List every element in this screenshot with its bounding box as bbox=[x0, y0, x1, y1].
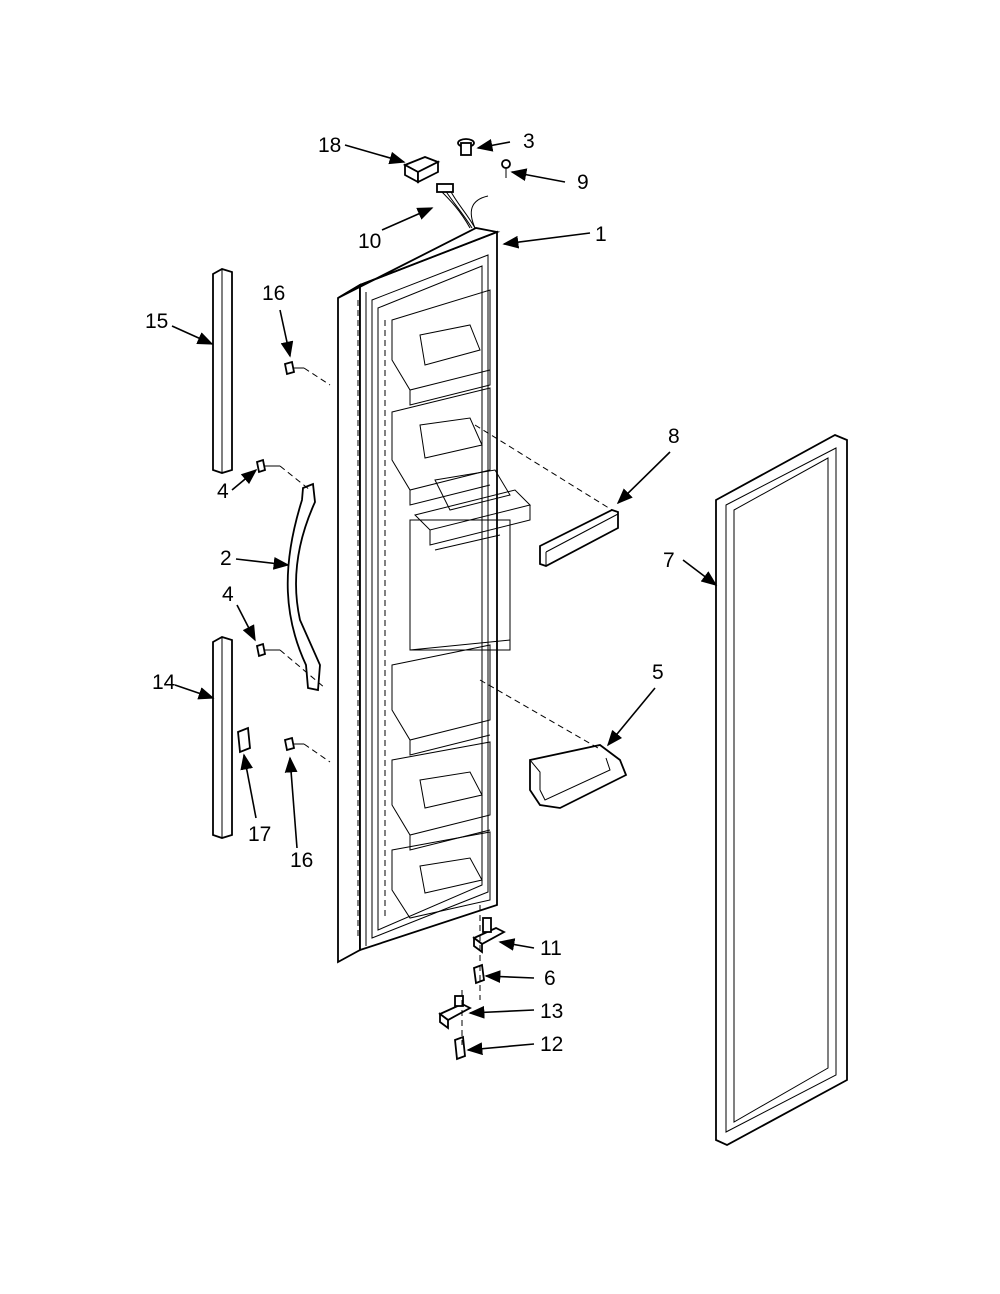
callout-labels: 18 3 9 10 1 16 15 8 4 2 7 4 5 14 17 16 1… bbox=[145, 130, 680, 1056]
callout-7: 7 bbox=[663, 549, 675, 572]
callout-16-upper: 16 bbox=[262, 282, 285, 305]
handle-screw-lower bbox=[255, 642, 326, 689]
callout-2: 2 bbox=[220, 547, 232, 570]
hinge-pin bbox=[454, 1035, 466, 1061]
lower-shelves bbox=[391, 644, 491, 919]
bottom-hinge bbox=[472, 917, 506, 954]
door-handle bbox=[286, 482, 321, 692]
callout-11: 11 bbox=[540, 937, 562, 960]
door-screw-upper bbox=[283, 360, 331, 386]
hinge-bracket bbox=[438, 995, 472, 1030]
callout-13: 13 bbox=[540, 1000, 563, 1023]
callout-5: 5 bbox=[652, 661, 664, 684]
callout-17: 17 bbox=[248, 823, 271, 846]
callout-1: 1 bbox=[595, 223, 607, 246]
door-stud-holes bbox=[357, 300, 386, 940]
handle-screw-upper bbox=[255, 458, 311, 491]
door-screw-lower bbox=[283, 736, 331, 763]
callout-10: 10 bbox=[358, 230, 381, 253]
plug-button bbox=[457, 138, 475, 156]
callout-9: 9 bbox=[577, 171, 589, 194]
callout-8: 8 bbox=[668, 425, 680, 448]
door-bin bbox=[479, 679, 628, 809]
callout-12: 12 bbox=[540, 1033, 563, 1056]
door-panel bbox=[337, 227, 531, 964]
callout-16-lower: 16 bbox=[290, 849, 313, 872]
door-gasket bbox=[715, 434, 848, 1147]
hinge-screw bbox=[473, 963, 485, 985]
callout-15: 15 bbox=[145, 310, 168, 333]
lower-trim-strip bbox=[212, 636, 233, 839]
upper-trim-strip bbox=[212, 268, 233, 474]
trim-clip bbox=[237, 726, 251, 754]
callout-18: 18 bbox=[318, 134, 341, 157]
callout-3: 3 bbox=[523, 130, 535, 153]
wire-harness bbox=[436, 183, 489, 229]
callout-4-upper: 4 bbox=[217, 480, 229, 503]
callout-6: 6 bbox=[544, 967, 556, 990]
dispenser-bin bbox=[409, 469, 531, 651]
leader-lines bbox=[171, 139, 718, 1056]
shelf-rail bbox=[474, 424, 619, 567]
callout-14: 14 bbox=[152, 671, 176, 694]
connector-block bbox=[402, 156, 441, 184]
callout-4-lower: 4 bbox=[222, 583, 234, 606]
upper-shelves bbox=[391, 289, 491, 506]
top-screw bbox=[501, 159, 511, 178]
